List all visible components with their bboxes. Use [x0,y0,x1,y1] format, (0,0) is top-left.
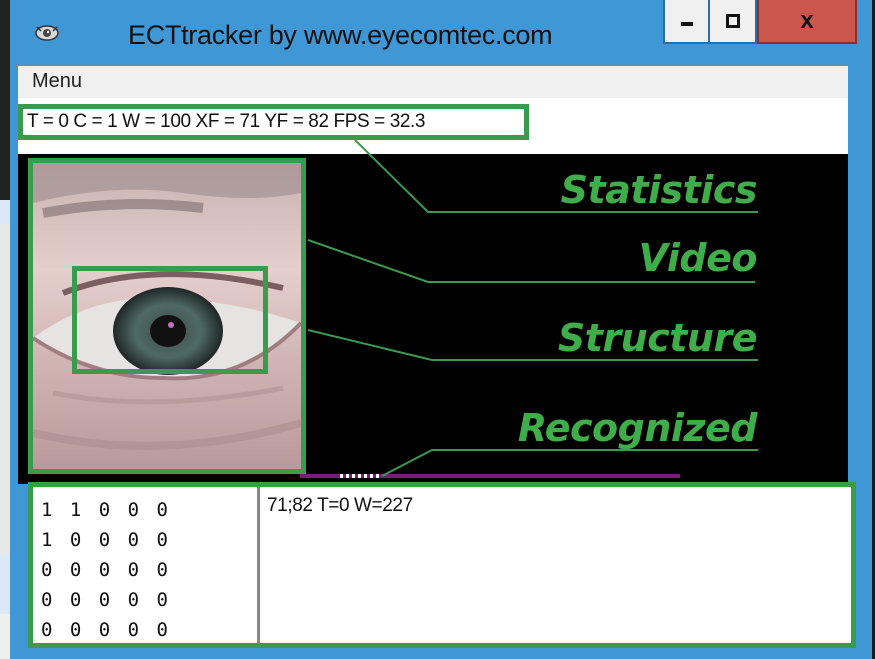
matrix-row: 0 0 0 0 0 [41,619,171,641]
structure-frame [72,266,268,374]
recognized-label: Recognized [517,406,758,450]
structure-label: Structure [557,316,758,360]
matrix-row: 1 0 0 0 0 [41,529,171,551]
eye-video-image [33,163,301,469]
matrix-row: 0 0 0 0 0 [41,559,171,581]
maximize-button[interactable] [710,0,757,44]
menu-item-menu[interactable]: Menu [32,70,83,92]
recognized-matrix: 1 1 0 0 0 1 0 0 0 0 0 0 0 0 0 0 0 0 0 0 … [41,495,251,645]
matrix-row: 0 0 0 0 0 [41,589,171,611]
minimize-icon [680,22,693,26]
video-label: Video [638,236,758,280]
title-bar[interactable]: ECTtracker by www.eyecomtec.com x [10,0,872,66]
statistics-readout: T = 0 C = 1 W = 100 XF = 71 YF = 82 FPS … [18,104,529,140]
recognized-result: 71;82 T=0 W=227 [267,495,413,516]
close-button[interactable]: x [757,0,857,44]
matrix-row: 1 1 0 0 0 [41,499,171,521]
maximize-icon [725,14,740,28]
panel-divider [257,487,260,643]
window-bottom-border [10,648,872,659]
close-icon: x [800,7,814,34]
menu-bar: Menu [18,66,848,98]
window-title: ECTtracker by www.eyecomtec.com [128,20,553,50]
minimize-button[interactable] [663,0,710,44]
dotted-scanline [340,474,380,478]
recognized-panel: 1 1 0 0 0 1 0 0 0 0 0 0 0 0 0 0 0 0 0 0 … [28,482,856,648]
statistics-label: Statistics [560,168,758,212]
eye-app-icon[interactable] [34,22,60,44]
video-frame [28,158,306,474]
